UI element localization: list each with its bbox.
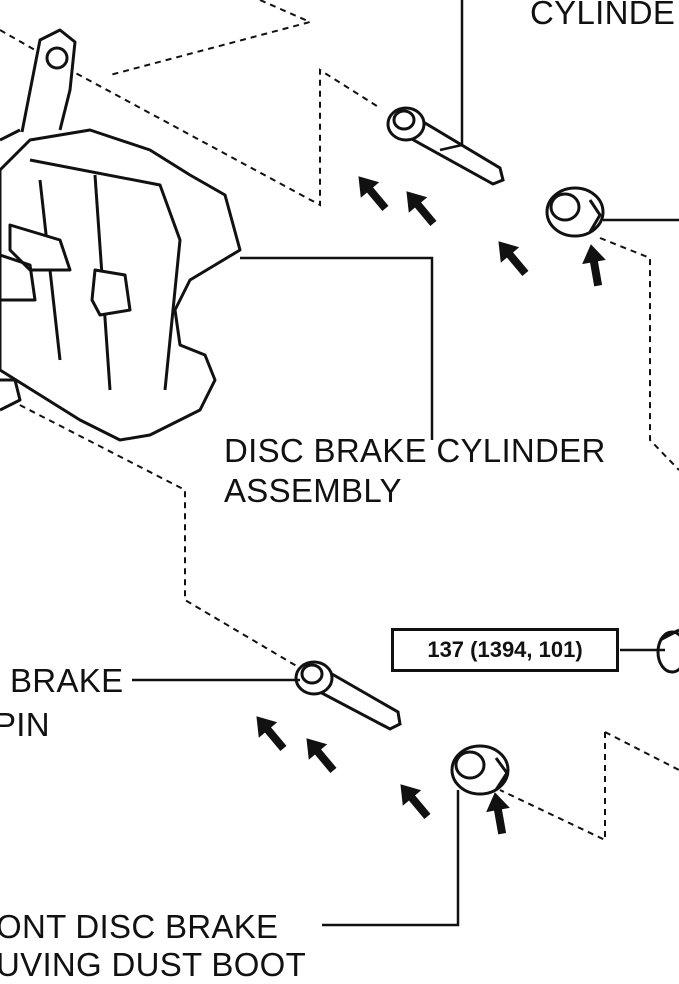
label-cylinder-assembly-line1: DISC BRAKE CYLINDER — [224, 432, 606, 469]
torque-spec-box: 137 (1394, 101) — [391, 628, 619, 672]
label-left-pin-line1: BRAKE — [10, 662, 124, 699]
dashed-guide-lines — [0, 0, 679, 842]
arrow-icon — [306, 738, 337, 773]
label-bottom-line1: ONT DISC BRAKE — [0, 908, 279, 945]
arrow-icon — [400, 784, 431, 819]
lower-slide-pin — [294, 660, 402, 731]
grease-arrows — [256, 176, 606, 835]
arrow-icon — [358, 176, 389, 211]
lower-dust-boot — [450, 744, 510, 796]
caliper-body — [0, 28, 242, 442]
arrow-icon — [582, 244, 606, 287]
upper-slide-pin — [386, 106, 505, 186]
exploded-parts-diagram — [0, 0, 679, 927]
upper-dust-boot — [545, 186, 605, 238]
label-top-right: CYLINDE — [530, 0, 676, 31]
arrow-icon — [498, 241, 529, 276]
mounting-bolt — [656, 628, 679, 674]
label-cylinder-assembly-line2: ASSEMBLY — [224, 472, 402, 509]
label-bottom-line2: UVING DUST BOOT — [0, 946, 307, 983]
arrow-icon — [406, 191, 437, 226]
arrow-icon — [486, 792, 510, 835]
label-left-pin-line2: PIN — [0, 706, 50, 743]
arrow-icon — [256, 716, 287, 751]
leader-lines — [132, 0, 679, 927]
